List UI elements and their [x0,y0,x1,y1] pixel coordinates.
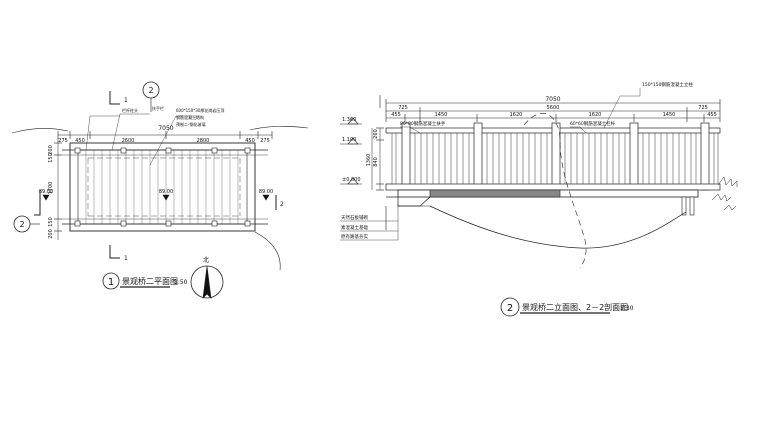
plan-left-dim-150-top: 150 [48,153,54,163]
plan-note-glass: 预制二-钢化玻璃 [176,121,205,127]
elevation-text: 7050 725 5600 725 455 1450 1620 1620 145… [341,81,717,314]
plan-left-dim-150-bottom: 150 [48,217,54,227]
plan-note-post-cap: 栏杆柱头 [122,107,138,113]
plan-section-mark-bottom: 1 [124,255,128,262]
elev-bottom-note-1: 天然石板铺砌 [341,214,368,221]
plan-note-handrail: 扶手栏 [152,105,164,111]
plan-side-circle-number: 2 [19,220,24,229]
plan-dim-450-left: 450 [75,138,85,144]
elev-title: 景观桥二立面图、2－2剖面图 [522,302,628,312]
plan-dim-2800: 2800 [197,138,210,144]
elev-title-number: 2 [507,303,513,314]
elev-rail-note-left: 80*80钢筋混凝土扶手 [400,120,446,127]
elev-bottom-note-3: 原有路基夯实 [341,233,368,240]
plan-top-circle-number: 2 [148,86,153,95]
plan-elev-mark-right: 2 [280,201,284,208]
plan-dim-275-right: 275 [260,138,270,144]
elev-dim-725-left: 725 [398,105,408,111]
plan-text: 7050 275 450 2600 2800 450 275 200 150 1… [19,86,284,288]
plan-dim-2600: 2600 [122,138,135,144]
elev-left-dim-260: 260 [373,129,379,139]
plan-dim-275-left: 275 [58,138,68,144]
plan-note-rc-structure: 钢筋混凝土结构 [176,114,204,120]
elev-dim2-1620-left: 1620 [510,112,523,118]
elev-dim2-1450-left: 1450 [435,112,448,118]
plan-posts [74,147,251,227]
level-zero: ±0.000 [342,177,361,183]
elev-dim-5600: 5600 [547,105,560,111]
elev-scale: 1:30 [620,305,634,312]
elev-bottom-note-2: 素混凝土基础 [341,224,368,231]
plan-left-dim-1700: 1700 [48,182,54,195]
plan-scale: 1:50 [174,279,188,286]
elev-top-overall: 7050 [545,96,560,103]
elev-post-note: 150*150钢筋混凝土立柱 [642,81,693,88]
elevation-view [340,88,738,317]
plan-top-overall: 7050 [158,125,173,132]
plan-elevation-right: 89.00 [259,189,273,195]
elev-dim2-455-left: 455 [391,112,401,118]
level-1100: 1.100 [342,137,356,143]
deck-planks [85,150,239,224]
north-label: 北 [203,256,209,264]
plan-dim-450-right: 450 [245,138,255,144]
plan-section-mark-top: 1 [124,97,128,104]
elev-dim-725-right: 725 [698,105,708,111]
plan-note-granite-cap: 600*150*30厚花岗岩压顶 [176,107,224,113]
plan-left-dim-200-bottom: 200 [48,229,54,239]
plan-title: 景观桥二平面图 [122,276,178,286]
plan-left-dim-200-top: 200 [48,145,54,155]
elev-rail-note-mid: 60*60钢筋混凝土栏杆 [570,120,616,127]
elev-left-dim-1360: 1360 [366,154,372,167]
plan-elevation-left: 89.00 [39,189,53,195]
elev-dim2-1450-right: 1450 [663,112,676,118]
level-1360: 1.360 [342,117,356,123]
elev-dim2-455-right: 455 [707,112,717,118]
plan-view [11,81,309,299]
elev-dim2-1620-right: 1620 [589,112,602,118]
plan-title-number: 1 [108,277,114,288]
elevation-balusters [391,133,719,184]
plan-elevation-center: 89.00 [159,189,173,195]
elev-left-dim-840: 840 [373,157,379,167]
